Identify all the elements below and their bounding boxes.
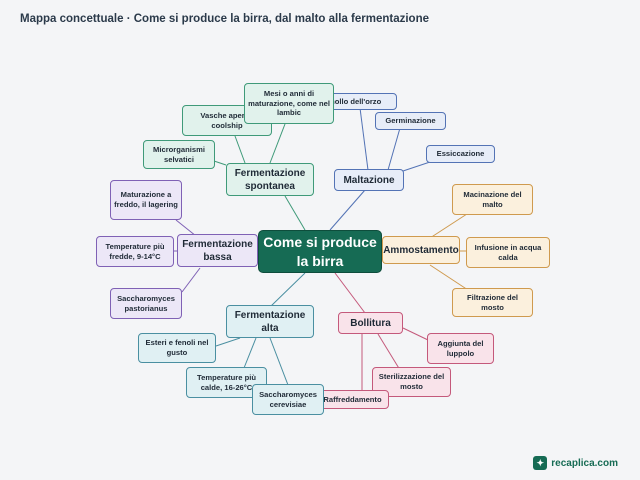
center-node: Come si produce la birra xyxy=(258,230,382,273)
leaf-label: Saccharomyces cerevisiae xyxy=(259,389,317,409)
leaf-label: Filtrazione del mosto xyxy=(466,292,519,312)
branch-alta-label: Fermentazione alta xyxy=(234,309,306,334)
leaf-label: Temperature più fredde, 9-14°C xyxy=(105,241,165,261)
leaf-label: Microrganismi selvatici xyxy=(153,144,205,164)
branch-fermentazione-spontanea: Fermentazione spontanea xyxy=(226,163,314,196)
branch-fermentazione-bassa: Fermentazione bassa xyxy=(177,234,258,267)
leaf-label: Sterilizzazione del mosto xyxy=(378,372,445,391)
leaf-macinazione: Macinazione del malto xyxy=(452,184,533,215)
brand-footer[interactable]: ✦ recaplica.com xyxy=(533,456,618,470)
page-title: Mappa concettuale · Come si produce la b… xyxy=(20,13,429,25)
leaf-label: Vasche aperte, coolship xyxy=(200,110,254,130)
branch-fermentazione-alta: Fermentazione alta xyxy=(226,305,314,338)
leaf-raffreddamento: Raffreddamento xyxy=(316,390,389,409)
leaf-label: Infusione in acqua calda xyxy=(474,242,542,262)
branch-bollitura-label: Bollitura xyxy=(350,317,391,329)
branch-bassa-label: Fermentazione bassa xyxy=(182,238,253,263)
branch-ammostamento: Ammostamento xyxy=(382,236,460,264)
leaf-temperature-fredde: Temperature più fredde, 9-14°C xyxy=(96,236,174,267)
edge-center-bollitura xyxy=(334,272,366,314)
leaf-label: Aggiunta del luppolo xyxy=(437,338,484,358)
leaf-germinazione: Germinazione xyxy=(375,112,446,130)
branch-maltazione-label: Maltazione xyxy=(343,174,395,186)
leaf-label: Ammollo dell'orzo xyxy=(315,96,382,106)
branch-ammostamento-label: Ammostamento xyxy=(383,244,459,256)
leaf-microrganismi: Microrganismi selvatici xyxy=(143,140,215,169)
leaf-cerevisiae: Saccharomyces cerevisiae xyxy=(252,384,324,415)
leaf-label: Temperature più calde, 16-26°C xyxy=(197,372,256,392)
leaf-infusione: Infusione in acqua calda xyxy=(466,237,550,268)
leaf-label: Maturazione a freddo, il lagering xyxy=(114,190,178,209)
leaf-lagering: Maturazione a freddo, il lagering xyxy=(110,180,182,220)
leaf-label: Esteri e fenoli nel gusto xyxy=(145,338,209,357)
recaplica-logo-icon: ✦ xyxy=(533,456,548,470)
edge-center-spontanea xyxy=(284,195,306,231)
leaf-label: Raffreddamento xyxy=(323,394,382,404)
branch-spontanea-label: Fermentazione spontanea xyxy=(234,167,306,192)
leaf-label: Essiccazione xyxy=(436,149,485,159)
leaf-filtrazione: Filtrazione del mosto xyxy=(452,288,533,317)
leaf-label: Saccharomyces pastorianus xyxy=(117,293,175,313)
brand-name: recaplica.com xyxy=(551,457,618,469)
branch-maltazione: Maltazione xyxy=(334,169,404,191)
center-label: Come si produce la birra xyxy=(263,234,377,269)
leaf-label: Germinazione xyxy=(385,116,436,126)
leaf-essiccazione: Essiccazione xyxy=(426,145,495,163)
leaf-label: Macinazione del malto xyxy=(463,189,522,209)
leaf-pastorianus: Saccharomyces pastorianus xyxy=(110,288,182,319)
edge-center-maltazione xyxy=(329,189,366,231)
leaf-maturazione-lambic: Mesi o anni di maturazione, come nel lam… xyxy=(244,83,334,124)
leaf-luppolo: Aggiunta del luppolo xyxy=(427,333,494,364)
leaf-esteri: Esteri e fenoli nel gusto xyxy=(138,333,216,363)
edge-center-alta xyxy=(269,272,306,308)
branch-bollitura: Bollitura xyxy=(338,312,403,334)
leaf-label: Mesi o anni di maturazione, come nel lam… xyxy=(248,88,330,118)
